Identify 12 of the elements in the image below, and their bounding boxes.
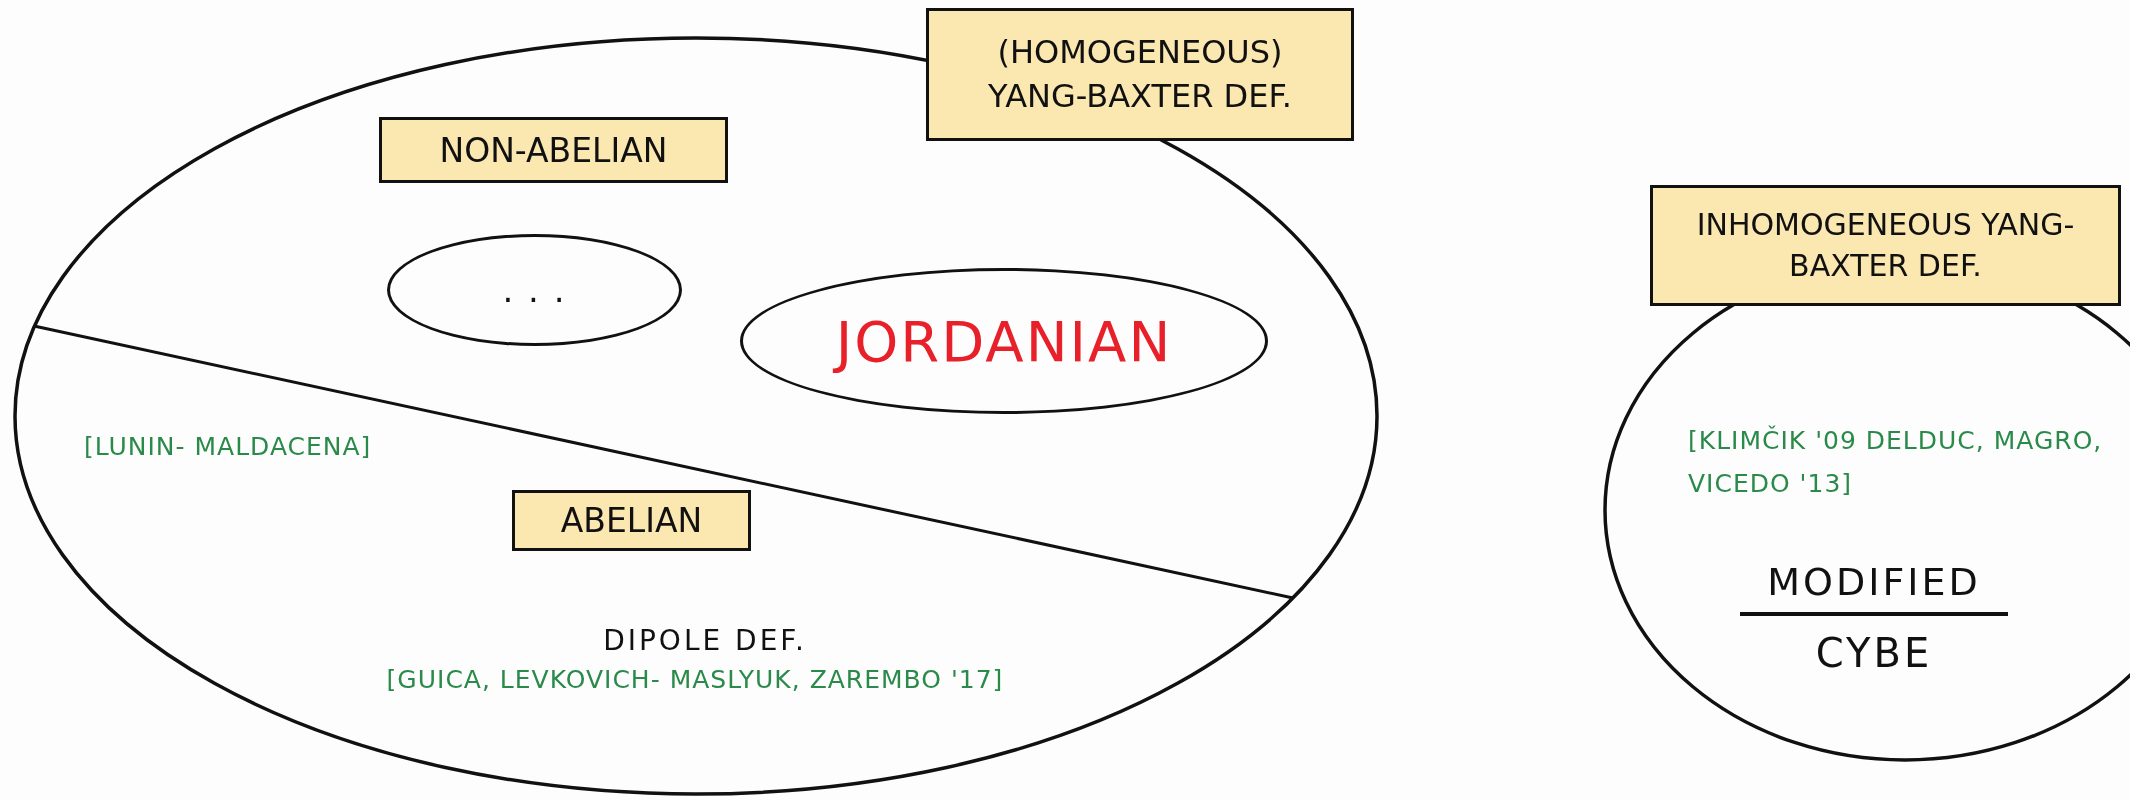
category-label: ABELIAN <box>512 490 751 551</box>
fraction-denominator: CYBE <box>1814 630 1934 676</box>
citation-text: [KLIMČIK '09 DELDUC, MAGRO, VICEDO '13] <box>1688 424 2104 500</box>
citation-text: [LUNIN- MALDACENA] <box>84 432 373 461</box>
heading-label: (HOMOGENEOUS) YANG-BAXTER DEF. <box>926 8 1354 141</box>
subclass-ellipse: . . . <box>387 234 682 346</box>
heading-label: INHOMOGENEOUS YANG-BAXTER DEF. <box>1650 185 2121 306</box>
fraction-numerator: MODIFIED <box>1766 560 1982 604</box>
subclass-ellipse: JORDANIAN <box>740 268 1268 414</box>
citation-text: [GUICA, LEVKOVICH- MASLYUK, ZAREMBO '17] <box>385 665 1005 694</box>
category-label: NON-ABELIAN <box>379 117 728 183</box>
definition-text: DIPOLE DEF. <box>602 624 808 657</box>
